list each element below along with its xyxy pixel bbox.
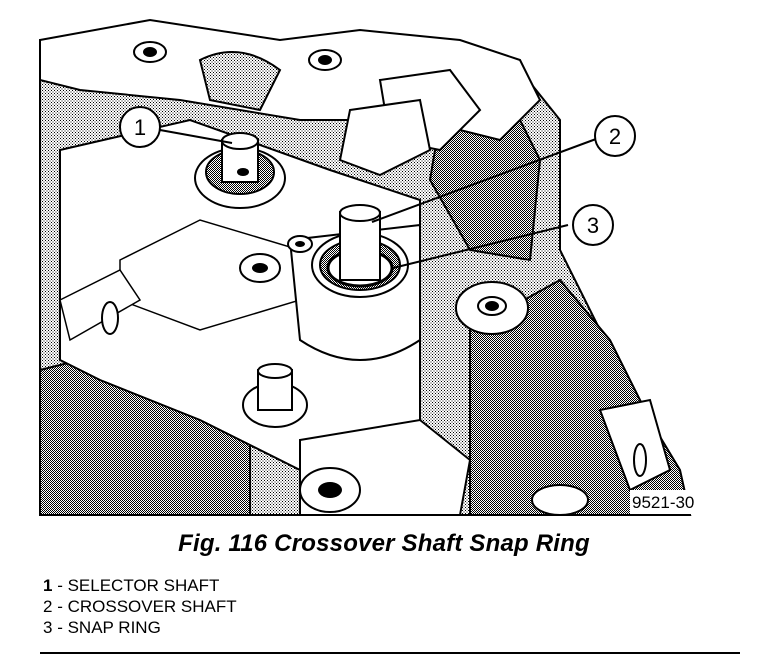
figure-caption: Fig. 116 Crossover Shaft Snap Ring — [178, 530, 590, 557]
mounting-boss — [455, 281, 672, 492]
legend: 1 - SELECTOR SHAFT 2 - CROSSOVER SHAFT 3… — [43, 575, 237, 638]
legend-item: 1 - SELECTOR SHAFT — [43, 576, 220, 595]
callout-3: 3 — [572, 204, 614, 246]
svg-text:2: 2 — [609, 124, 621, 149]
upper-flange — [39, 18, 542, 177]
selector-shaft — [194, 132, 286, 209]
callout-2: 2 — [594, 115, 636, 157]
divider — [40, 652, 740, 654]
legend-item: 3 - SNAP RING — [43, 618, 161, 637]
legend-label: SELECTOR SHAFT — [67, 576, 220, 595]
svg-text:3: 3 — [587, 213, 599, 238]
legend-number: 1 — [43, 576, 53, 595]
legend-number: 3 — [43, 618, 53, 637]
legend-number: 2 — [43, 597, 53, 616]
lower-bosses — [242, 363, 589, 516]
shelf — [59, 118, 421, 472]
transfer-case-illustration: 1 2 3 9521-30 — [39, 18, 695, 516]
legend-item: 2 - CROSSOVER SHAFT — [43, 597, 237, 616]
crossover-shaft-boss — [239, 204, 421, 361]
legend-label: SNAP RING — [67, 618, 161, 637]
svg-text:1: 1 — [134, 115, 146, 140]
figure-code: 9521-30 — [632, 493, 694, 512]
legend-label: CROSSOVER SHAFT — [67, 597, 237, 616]
callout-1: 1 — [119, 106, 161, 148]
